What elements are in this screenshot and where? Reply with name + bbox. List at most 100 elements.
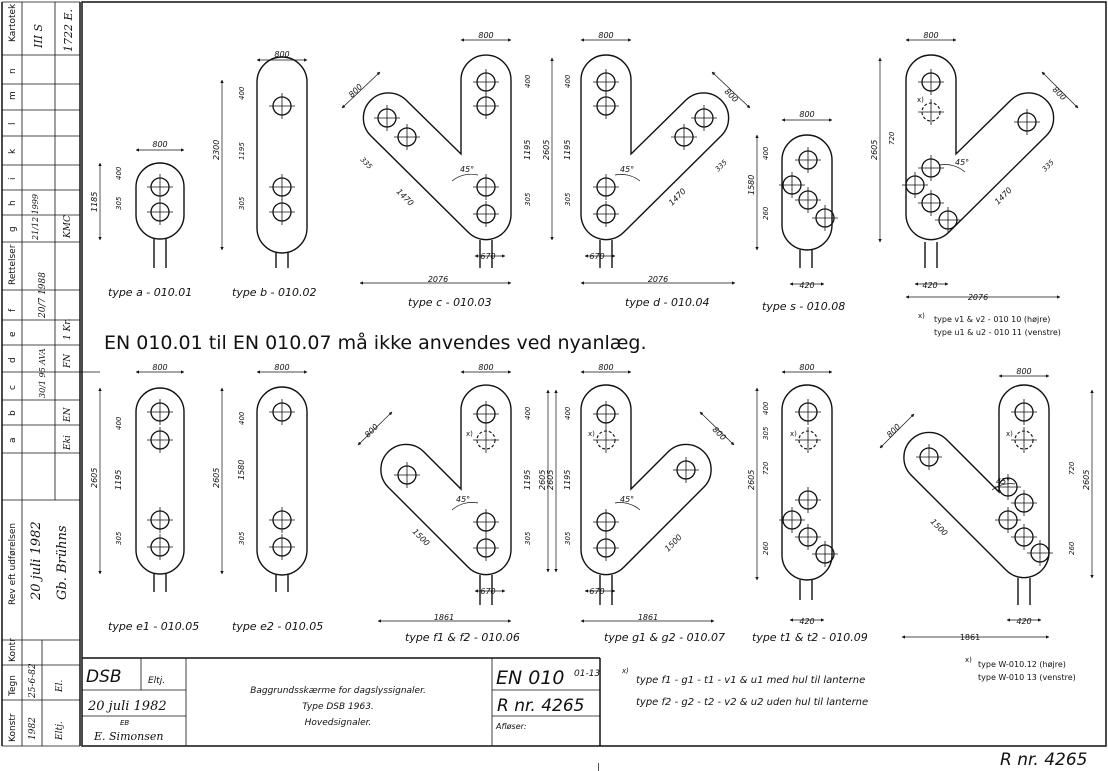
v-note-1: type v1 & v2 - 010 10 (højre) [934,315,1050,324]
rettelser-entry-e: 1 Kr. [63,318,73,340]
konstr-year: 1982 [28,717,38,740]
tegn-label: Tegn [8,675,18,697]
signature: E. Simonsen [93,730,163,743]
rev-label: Rev eft udførelsen [8,523,18,605]
shape-type-s: 800 1580 260 400 420 type s - 010.08 [747,110,845,313]
kontr-label: Kontr [8,638,18,662]
w-note-2: type W-010 13 (venstre) [978,673,1076,682]
dim-v-width: 800 [923,31,938,40]
w-note-mark: x) [965,656,972,664]
rettelser-entry-c: 30/1 95 AVA [38,348,47,398]
t-x-mark: x) [790,430,797,438]
dim-v-angle: 45° [955,158,969,167]
v-note-2: type u1 & u2 - 010 11 (venstre) [934,328,1061,337]
dim-d-total: 2076 [648,275,668,284]
dim-b-lower: 305 [238,196,246,210]
konstr-sign: Eltj. [55,721,65,741]
caption-type-g: type g1 & g2 - 010.07 [604,631,725,644]
dim-b-height: 2300 [212,140,221,160]
title-block: DSB Eltj. 20 juli 1982 EB E. Simonsen Ba… [82,657,868,746]
strip-letter-i: i [8,177,18,180]
dim-w-arm-width: 800 [885,422,902,439]
dim-e1-lower: 305 [115,531,123,545]
dim-t-spacing: 720 [762,461,770,475]
rettelser-letter-a: a [8,437,18,443]
tegn-sign: El. [55,680,65,693]
dim-d-angle: 45° [620,165,634,174]
strip-letter-g: g [8,226,18,232]
kartotek-label: Kartotek [8,3,18,42]
rettelser-letter-c: c [8,385,18,390]
caption-type-c: type c - 010.03 [408,296,492,309]
rettelser-letter-b: b [8,410,18,416]
dim-b-top: 400 [238,86,246,100]
g-x-mark: x) [588,430,595,438]
f-x-mark: x) [466,430,473,438]
dim-s-spacing: 260 [762,206,770,220]
dim-b-spacing: 1195 [238,142,246,160]
caption-type-e1: type e1 - 010.05 [108,620,199,633]
dim-t-lower: 260 [762,541,770,555]
dim-e2-width: 800 [274,363,289,372]
dim-g-angle: 45° [620,495,634,504]
dim-t-foot: 420 [799,617,814,626]
dim-v-arm: 335 [1041,158,1056,173]
dim-f-width: 800 [478,363,493,372]
dim-e2-height: 2605 [212,468,221,488]
dim-f-spacing: 1195 [523,470,532,490]
dim-v-diagonal: 1470 [993,186,1014,207]
dim-c-height: 2605 [542,140,551,160]
strip-letter-k: k [8,148,18,154]
dim-g-foot: 670 [589,587,604,596]
dim-c-top: 400 [524,74,532,88]
rettelser-letter-e: e [8,331,18,337]
dim-e1-height: 2605 [90,468,99,488]
shape-type-c: 800 1195 2605 305 400 335 1470 45° 670 2… [341,31,554,309]
en-sheet: 01-13 [574,669,600,679]
dim-w-height: 2605 [1082,470,1091,490]
strip-letter-n: n [8,68,18,74]
shape-type-w: x) 800 1500 45° 720 2605 260 420 1861 80… [879,367,1094,642]
rev-entry-sign: Gb. Brühns [55,525,70,600]
sign-initials: EB [120,719,129,727]
dim-c-arm: 335 [359,156,374,171]
dim-g-top: 400 [564,406,572,420]
dim-t-width: 800 [799,363,814,372]
rettelser-entry-a: Eki [63,435,73,451]
caption-type-b: type b - 010.02 [232,286,317,299]
dim-f-foot: 670 [480,587,495,596]
dim-w-lower: 260 [1068,541,1076,555]
dim-v-spacing: 720 [888,131,896,145]
title-note-2: type f2 - g2 - t2 - v2 & u2 uden hul til… [636,697,868,708]
dim-c-lower: 305 [524,192,532,206]
dim-v-height: 2605 [870,140,879,160]
shape-type-g: x) 800 1195 2605 305 400 1500 45° 670 18… [546,363,735,644]
dim-d-spacing: 1195 [563,140,572,160]
dim-e2-spacing: 1580 [237,460,246,480]
dim-c-angle: 45° [460,165,474,174]
dim-g-height: 2605 [546,470,555,490]
title-note-1: type f1 - g1 - t1 - v1 & u1 med hul til … [636,675,865,686]
w-note-1: type W-010.12 (højre) [978,660,1066,669]
footer-r-number: R nr. 4265 [1000,750,1088,770]
g-entry-signature: KMC [63,215,73,239]
dim-f-diagonal: 1500 [411,527,432,548]
dim-d-arm-width: 800 [723,87,740,104]
shape-type-e1: 800 2605 1195 305 400 type e1 - 010.05 [90,363,199,633]
dim-s-width: 800 [799,110,814,119]
dim-s-foot: 420 [799,281,814,290]
drawing-frame [81,1,1107,747]
dim-e2-lower: 305 [238,531,246,545]
caption-type-t: type t1 & t2 - 010.09 [752,631,868,644]
dim-e1-width: 800 [152,363,167,372]
dim-t-top: 400 [762,401,770,415]
title-date: 20 juli 1982 [87,699,167,714]
strip-letter-m: m [8,91,18,100]
shape-type-t: x) 800 2605 720 305 400 260 420 type t1 … [747,363,868,644]
dim-f-height: 2605 [538,470,547,490]
caption-type-d: type d - 010.04 [625,296,710,309]
dim-e1-spacing: 1195 [114,470,123,490]
dim-d-lower: 305 [564,192,572,206]
v-x-mark: x) [917,96,924,104]
dim-f-angle: 45° [456,495,470,504]
